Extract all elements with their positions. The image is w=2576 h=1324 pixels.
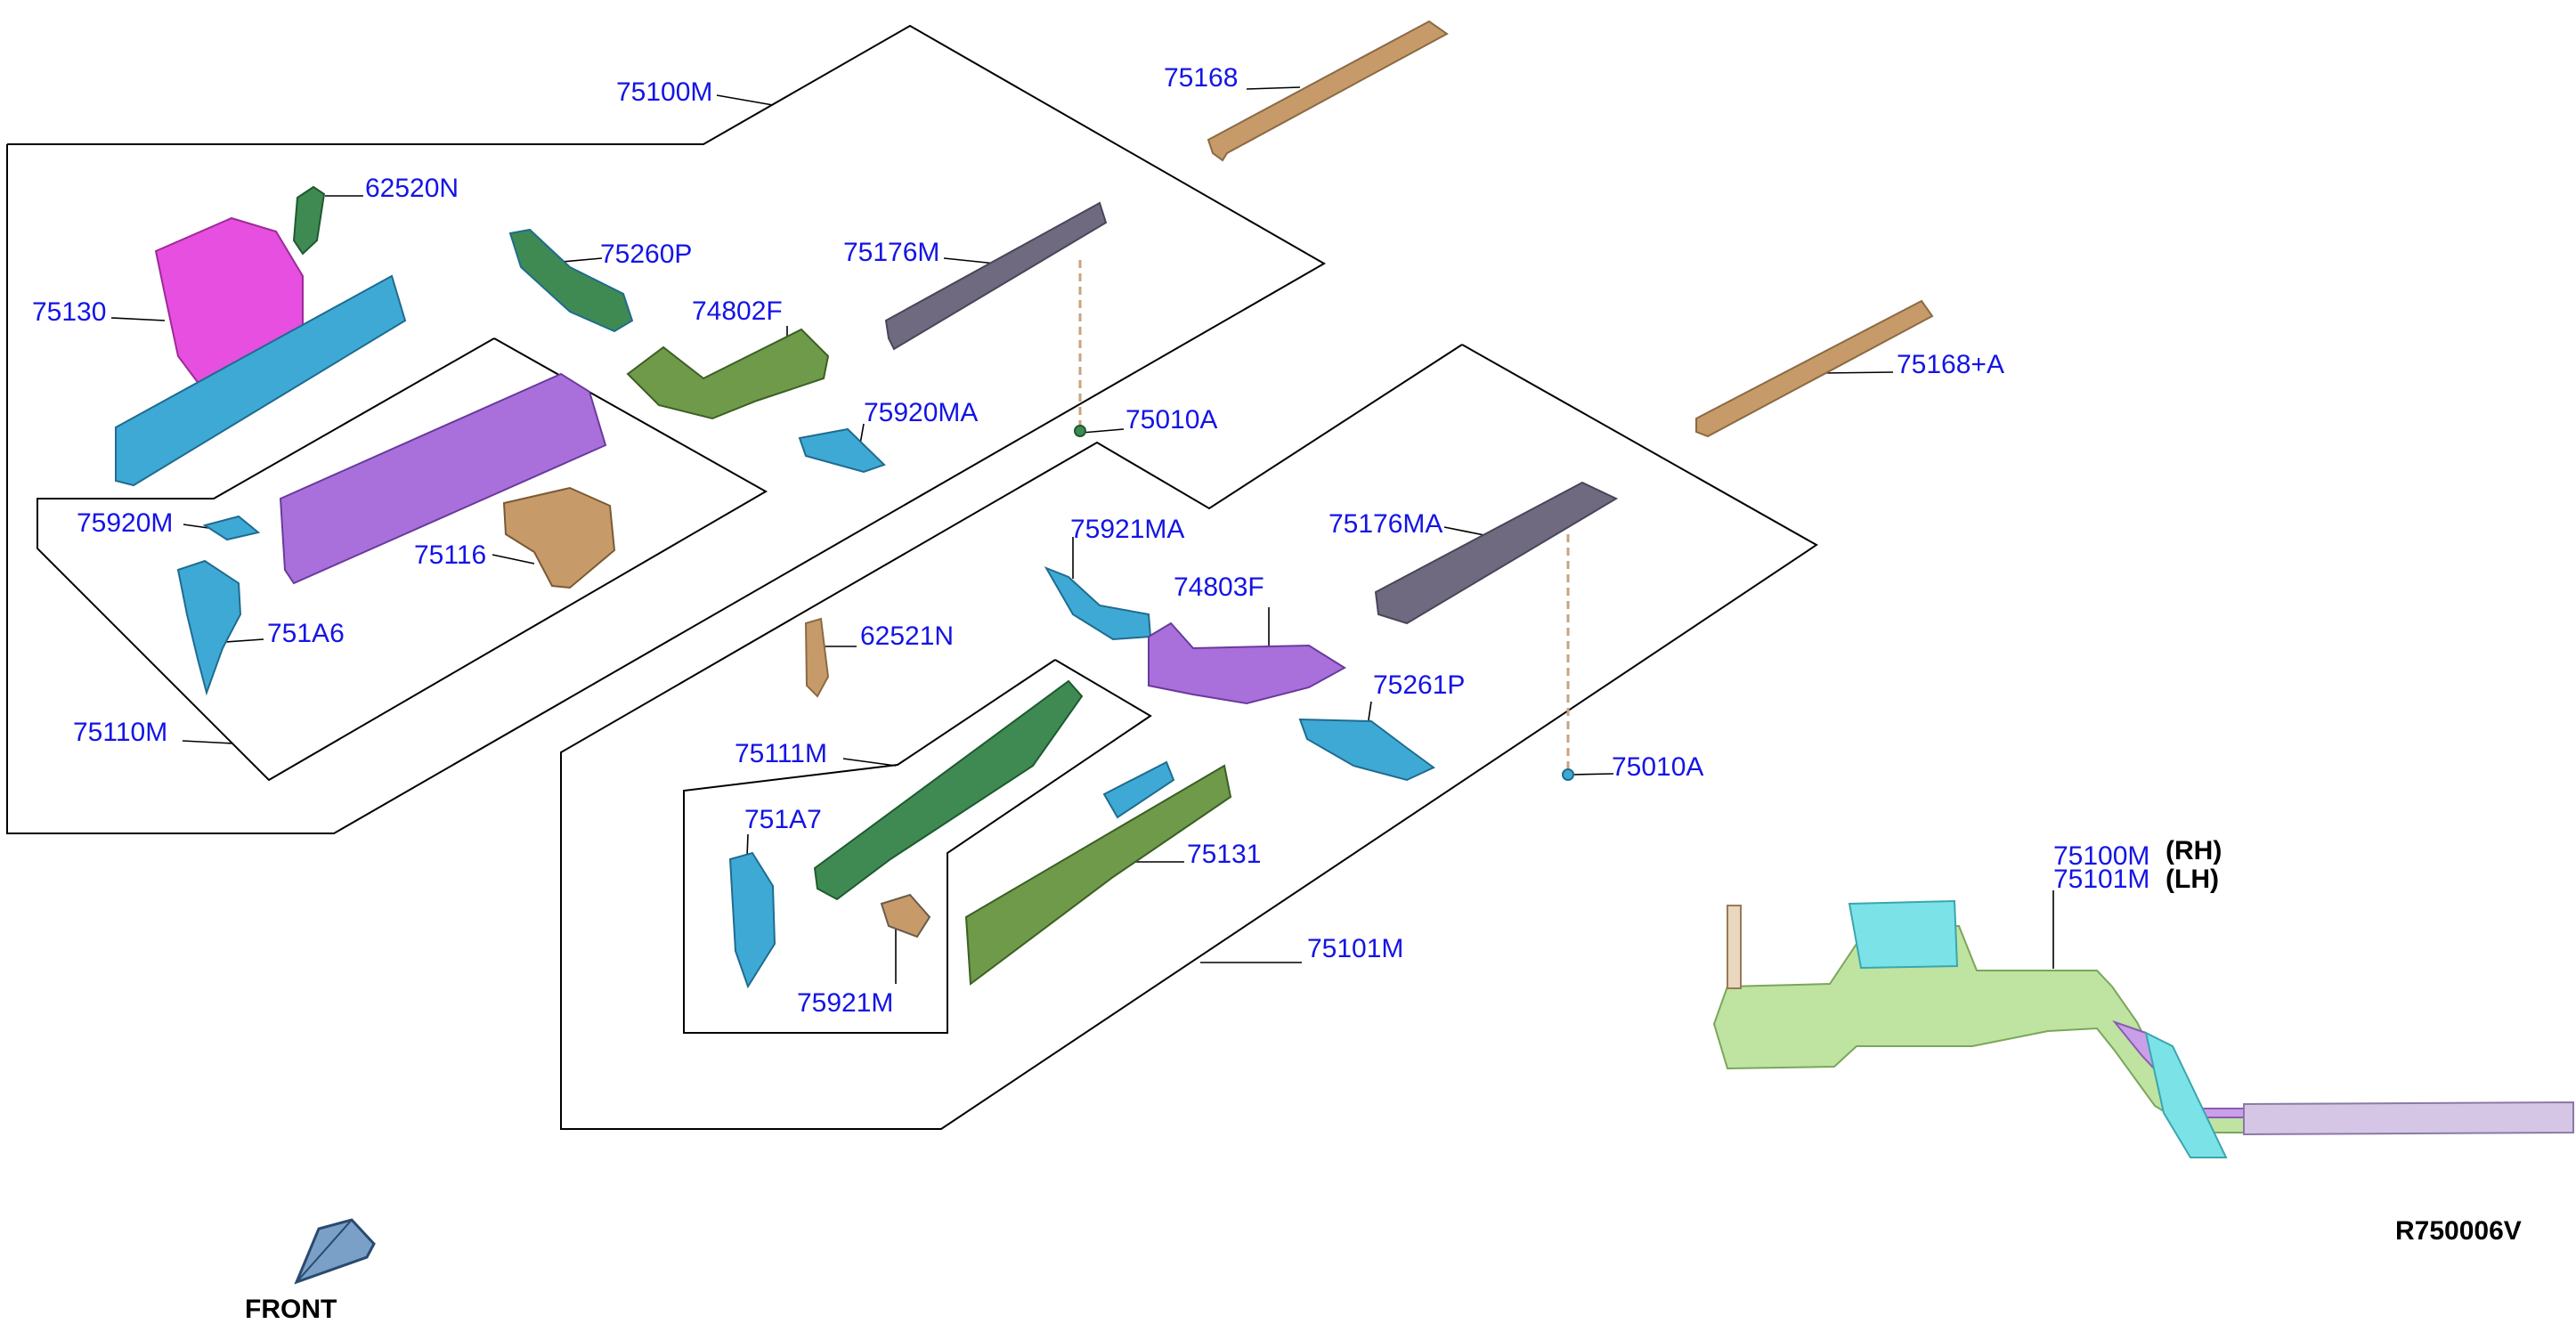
part-75920M-bracket[interactable] (202, 515, 261, 541)
callout-75176MA[interactable]: 75176MA (1329, 509, 1443, 539)
part-74802F-member[interactable] (626, 328, 830, 420)
callout-75131[interactable]: 75131 (1187, 840, 1262, 869)
part-75176MA-rail[interactable] (1374, 481, 1619, 625)
callout-75010A-1[interactable]: 75010A (1125, 405, 1218, 435)
callout-75100M[interactable]: 75100M (616, 77, 713, 107)
group-outline-75100M (6, 24, 1327, 834)
callout-62520N[interactable]: 62520N (365, 174, 459, 203)
part-75131-upper-bracket[interactable] (1102, 760, 1175, 819)
part-75261P-panel[interactable] (1298, 718, 1435, 782)
callout-75261P[interactable]: 75261P (1373, 670, 1466, 700)
callout-74803F[interactable]: 74803F (1174, 573, 1264, 602)
part-75920MA-bracket[interactable] (798, 427, 886, 474)
part-75116-bracket[interactable] (502, 486, 616, 589)
callout-75921M[interactable]: 75921M (797, 988, 894, 1018)
part-75130-side-member[interactable] (115, 274, 407, 487)
callout-75010A-2[interactable]: 75010A (1612, 752, 1704, 782)
part-75010A-1-bolt[interactable] (1074, 425, 1086, 437)
part-751A6-bracket[interactable] (176, 559, 242, 696)
reference-code: R750006V (2395, 1216, 2522, 1246)
part-75110M-member[interactable] (279, 372, 607, 585)
part-75921M-bracket[interactable] (880, 893, 931, 938)
callout-75116[interactable]: 75116 (414, 540, 487, 570)
assembly-rh-part[interactable]: 75100M (2053, 841, 2150, 871)
assembled-frame-body (1712, 925, 2316, 1133)
callout-75130[interactable]: 75130 (32, 297, 107, 327)
callout-75920M[interactable]: 75920M (77, 508, 174, 538)
callout-75920MA[interactable]: 75920MA (864, 398, 979, 427)
assembled-long-rail (2243, 1101, 2574, 1136)
callout-75921MA[interactable]: 75921MA (1070, 515, 1185, 544)
part-75111M-member[interactable] (813, 679, 1084, 901)
group-outline-75101M (560, 344, 1818, 1130)
callout-74802F[interactable]: 74802F (692, 296, 783, 326)
assembled-front-post (1727, 905, 1742, 989)
callout-75168A[interactable]: 75168+A (1897, 350, 2004, 379)
callout-75110M[interactable]: 75110M (73, 718, 168, 747)
callout-75260P[interactable]: 75260P (600, 240, 693, 269)
part-75010A-2-bolt[interactable] (1562, 768, 1574, 781)
part-751A7-bracket[interactable] (728, 851, 776, 989)
assembly-lh-part[interactable]: 75101M (2053, 865, 2150, 894)
callout-75176M[interactable]: 75176M (843, 238, 940, 267)
callout-751A7[interactable]: 751A7 (744, 805, 822, 834)
part-62521N-bracket[interactable] (804, 617, 830, 698)
part-75168-rail[interactable] (1207, 20, 1449, 162)
callout-75101M[interactable]: 75101M (1307, 934, 1404, 963)
assembled-cyan-apron (1848, 899, 1959, 970)
part-62520N-bracket[interactable] (292, 185, 326, 256)
part-75131-side-member[interactable] (964, 764, 1232, 986)
front-label: FRONT (245, 1295, 337, 1324)
callout-751A6[interactable]: 751A6 (267, 619, 345, 648)
part-75176M-rail[interactable] (884, 201, 1108, 351)
assembly-lh-side: (LH) (2166, 865, 2219, 894)
part-74803F-member[interactable] (1148, 621, 1346, 705)
callout-75111M[interactable]: 75111M (735, 739, 827, 768)
callout-62521N[interactable]: 62521N (860, 621, 955, 651)
assembled-lower-bracket (2144, 1031, 2228, 1158)
part-75260P-panel[interactable] (508, 228, 634, 333)
group-outline-75111M (683, 659, 1152, 1034)
callout-75168[interactable]: 75168 (1164, 63, 1239, 93)
part-75168A-rail[interactable] (1695, 299, 1934, 438)
assembly-rh-side: (RH) (2166, 836, 2223, 865)
assembled-side-member-view (1712, 899, 2574, 1158)
part-75921MA-bracket[interactable] (1044, 565, 1152, 641)
front-arrow-icon (294, 1218, 376, 1285)
group-outline-75110M (37, 337, 768, 782)
